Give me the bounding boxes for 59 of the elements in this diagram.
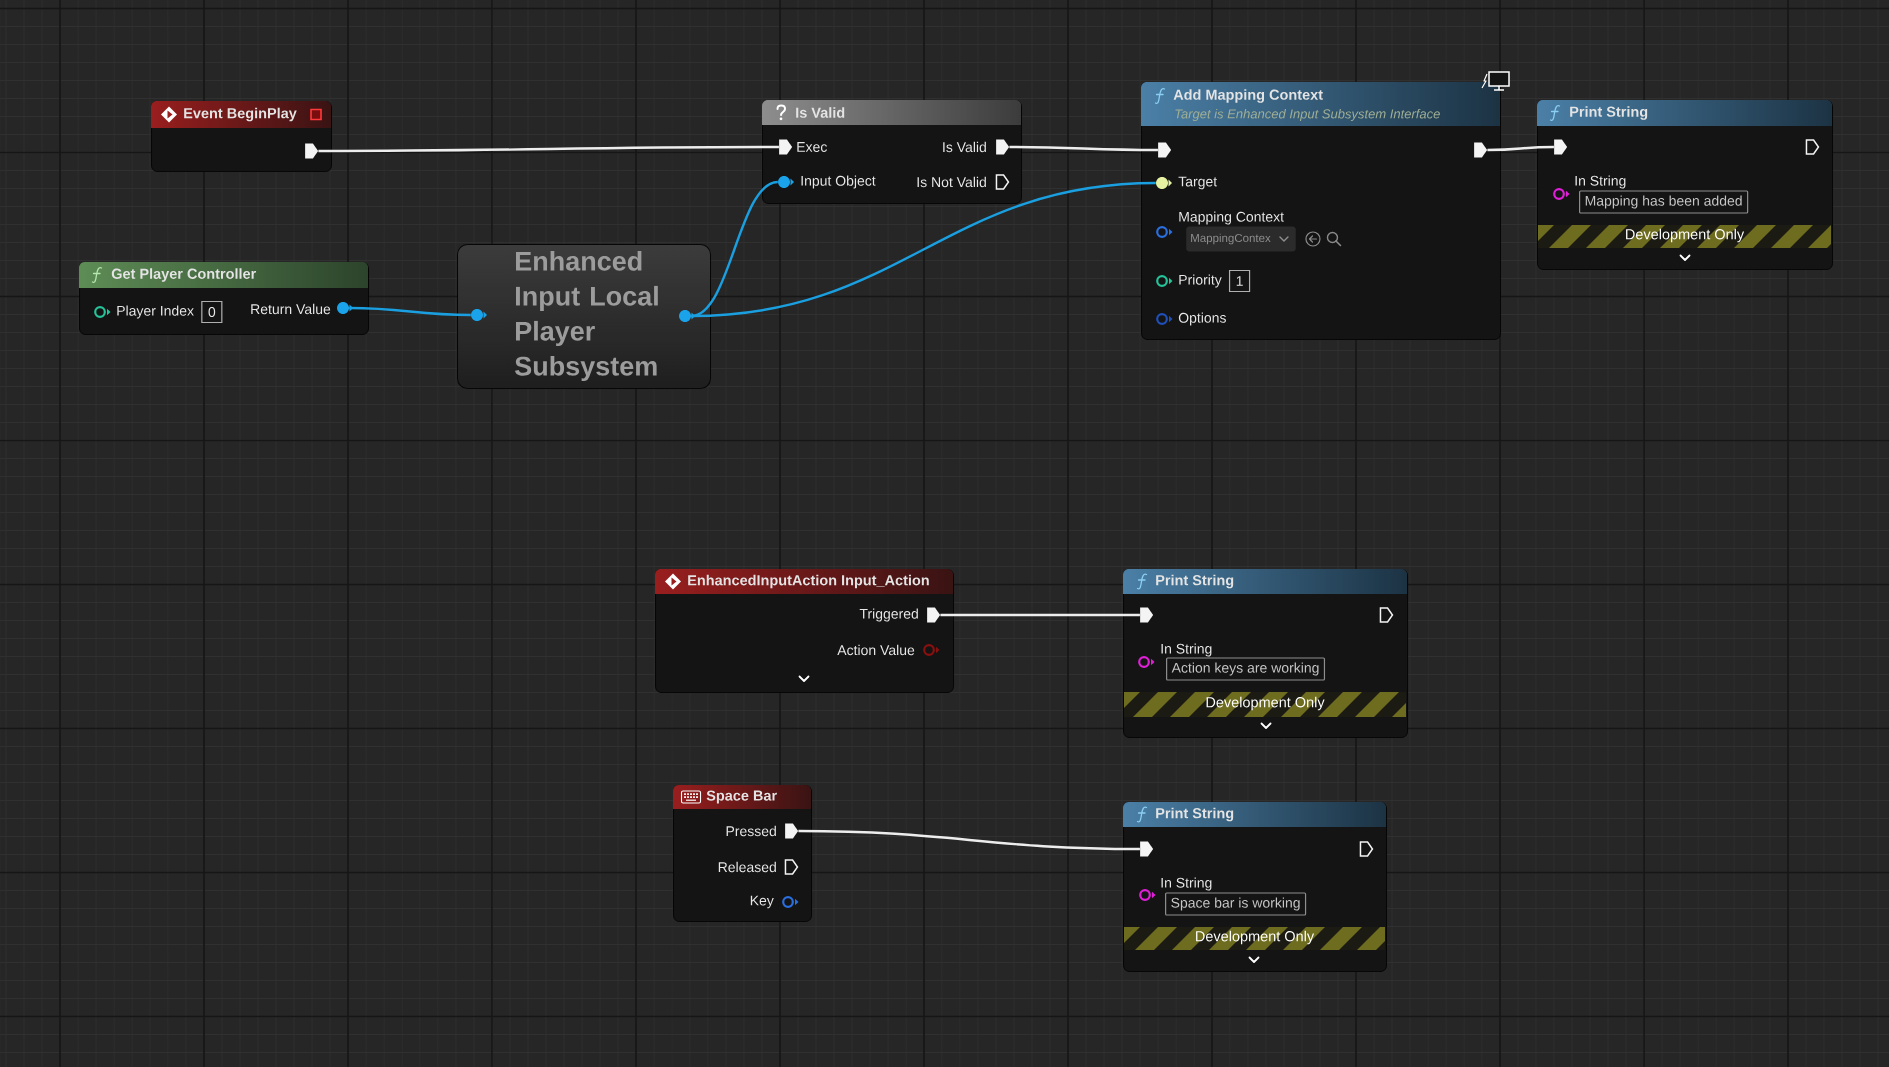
exec-pin bbox=[1158, 142, 1172, 158]
pin-label: Pressed bbox=[726, 825, 776, 837]
pin-label: In String bbox=[1161, 643, 1212, 657]
wire bbox=[798, 829, 1140, 851]
data-pin bbox=[778, 176, 794, 188]
pin-label: In String bbox=[1161, 877, 1212, 891]
wire bbox=[1487, 145, 1554, 152]
development-only-banner: Development Only bbox=[1538, 225, 1831, 248]
exec-pin bbox=[927, 607, 941, 623]
exec-pin bbox=[779, 139, 793, 155]
node-header: EnhancedInputAction Input_Action bbox=[655, 569, 953, 594]
pin-label: Action Value bbox=[837, 644, 915, 656]
pin-label: Is Not Valid bbox=[917, 176, 986, 188]
pin-label: Triggered bbox=[859, 608, 918, 622]
pin-label: Return Value bbox=[251, 303, 331, 315]
text-field: Mapping has been added bbox=[1579, 190, 1749, 214]
pin-label: Is Valid bbox=[943, 141, 986, 153]
node-subtitle: Target is Enhanced Input Subsystem Interface bbox=[1175, 108, 1440, 122]
number-field: 0 bbox=[201, 300, 223, 324]
wire bbox=[318, 145, 779, 153]
pin-label: Input Object bbox=[801, 175, 876, 189]
wire bbox=[1009, 145, 1158, 152]
pin-label: Player Index bbox=[117, 305, 194, 319]
exec-pin bbox=[1140, 607, 1154, 623]
pin-label: Options bbox=[1178, 312, 1226, 326]
node-header: Print String bbox=[1123, 802, 1386, 827]
pin-label: Exec bbox=[797, 142, 827, 152]
text-field: Space bar is working bbox=[1165, 892, 1307, 916]
exec-pin bbox=[1554, 139, 1568, 155]
pin-label: Mapping Context bbox=[1179, 211, 1284, 225]
node-header: Print String bbox=[1537, 100, 1832, 126]
exec-pin bbox=[305, 143, 319, 159]
text-field: Action keys are working bbox=[1166, 657, 1326, 681]
development-only-banner: Development Only bbox=[1124, 927, 1385, 950]
node-header: Is Valid bbox=[762, 100, 1021, 125]
exec-pin bbox=[785, 823, 799, 839]
pin-label: Released bbox=[718, 861, 776, 873]
pin-label: Target bbox=[1178, 176, 1218, 190]
node-header: Event BeginPlay bbox=[151, 101, 331, 128]
dropdown: MappingContex bbox=[1186, 226, 1296, 252]
pin-label: Priority bbox=[1179, 274, 1222, 288]
node-header: Space Bar bbox=[673, 785, 811, 809]
exec-pin bbox=[1474, 142, 1488, 158]
development-only-banner: Development Only bbox=[1124, 692, 1406, 717]
data-pin bbox=[471, 309, 487, 321]
number-field: 1 bbox=[1228, 269, 1251, 293]
compact-node: Enhanced Input Local Player Subsystem bbox=[457, 244, 711, 389]
wire bbox=[349, 306, 471, 317]
wire bbox=[691, 181, 1156, 318]
data-pin bbox=[337, 302, 353, 314]
pin-label: Key bbox=[750, 895, 774, 909]
exec-pin bbox=[1140, 841, 1154, 857]
data-pin bbox=[1156, 177, 1172, 189]
node-header: Print String bbox=[1123, 569, 1407, 594]
wire bbox=[940, 613, 1140, 617]
node-header: Get Player Controller bbox=[79, 262, 368, 288]
pin-label: In String bbox=[1575, 175, 1626, 189]
data-pin bbox=[679, 310, 695, 322]
exec-pin bbox=[996, 139, 1010, 155]
